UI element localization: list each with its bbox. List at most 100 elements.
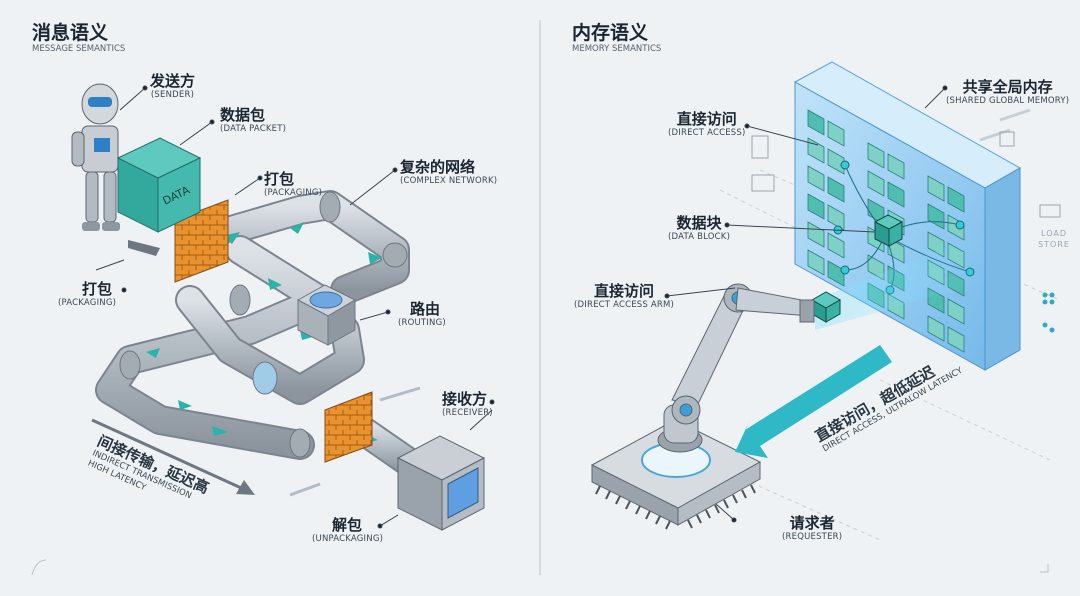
access-beam: [815, 230, 990, 330]
left-title: 消息语义 MESSAGE SEMANTICS: [32, 22, 125, 55]
memory-cell: [947, 298, 965, 325]
label-sender: 发送方 (SENDER): [150, 72, 195, 101]
brick-wall-bottom: [324, 391, 373, 463]
sender-zh: 发送方: [150, 72, 196, 90]
label-shared-memory: 共享全局内存 (SHARED GLOBAL MEMORY): [946, 78, 1069, 107]
dashes-left: [289, 386, 421, 497]
chip-pins: [595, 484, 756, 530]
corner-marks: [31, 559, 1049, 576]
chip-pin: [645, 510, 651, 520]
memory-cell: [827, 120, 845, 147]
chip-pin: [625, 500, 631, 510]
memory-cell: [807, 249, 825, 276]
packaging-left-zh: 打包: [82, 280, 113, 298]
data-block-cube: [873, 214, 904, 247]
memory-cell: [807, 109, 825, 136]
chip-pin: [696, 514, 702, 524]
router-hub: [296, 284, 357, 346]
requester-en: (REQUESTER): [782, 532, 843, 542]
memory-cell: [867, 142, 885, 169]
chip-pin: [714, 504, 720, 514]
chip-pin: [750, 484, 756, 494]
sender-robot: [71, 83, 120, 231]
brick-wall-top: [174, 199, 229, 283]
requester-chip: [590, 419, 762, 526]
receiver-en: (RECEIVER): [442, 408, 493, 418]
memory-cell: [887, 181, 905, 208]
memory-cell: [807, 137, 825, 164]
direct-access-arrow: [735, 345, 892, 458]
chip-pin: [723, 499, 729, 509]
sender-en: (SENDER): [150, 90, 195, 100]
memory-cell: [947, 186, 965, 213]
unpackaging-en: (UNPACKAGING): [312, 534, 384, 544]
label-routing: 路由 (ROUTING): [398, 300, 446, 329]
memory-cell: [927, 175, 945, 202]
data-block-zh: 数据块: [676, 214, 722, 232]
packaging-arrow: [128, 240, 160, 256]
chip-pin: [687, 519, 693, 529]
label-receiver: 接收方 (RECEIVER): [442, 390, 493, 419]
label-requester: 请求者 (REQUESTER): [782, 514, 842, 543]
label-unpackaging: 解包 (UNPACKAGING): [312, 516, 383, 545]
shared-memory-zh: 共享全局内存: [962, 78, 1053, 96]
chip-pin: [635, 505, 641, 515]
memory-cell: [927, 203, 945, 230]
data-block-en: (DATA BLOCK): [668, 232, 731, 242]
memory-cell: [867, 170, 885, 197]
memory-cell: [807, 165, 825, 192]
chip-pin: [595, 485, 601, 495]
chip-pin: [655, 515, 661, 525]
direct-access-en: (DIRECT ACCESS): [668, 128, 746, 138]
chip-pin: [732, 494, 738, 504]
callouts-left: [95, 85, 495, 529]
status-dots: [1042, 292, 1055, 333]
data-packet-en: (DATA PACKET): [220, 124, 287, 134]
right-title-zh: 内存语义: [572, 22, 649, 44]
chip-pin: [741, 489, 747, 499]
complex-network-zh: 复杂的网络: [400, 158, 476, 176]
data-packet-zh: 数据包: [220, 106, 266, 124]
held-data-block: [810, 291, 842, 323]
complex-network-en: (COMPLEX NETWORK): [400, 176, 498, 186]
memory-cell: [807, 193, 825, 220]
packaging-left-en: (PACKAGING): [58, 298, 117, 308]
receiver-zh: 接收方: [442, 390, 488, 408]
right-title: 内存语义 MEMORY SEMANTICS: [572, 22, 661, 55]
direct-access-arm-zh: 直接访问: [594, 282, 655, 300]
load-store-text: LOAD STORE: [1038, 229, 1070, 249]
shared-memory-en: (SHARED GLOBAL MEMORY): [946, 96, 1070, 106]
label-data-block: 数据块 (DATA BLOCK): [668, 214, 730, 243]
memory-cell: [807, 221, 825, 248]
memory-cell: [947, 326, 965, 353]
unpackaging-zh: 解包: [332, 516, 363, 534]
memory-cell: [827, 232, 845, 259]
routing-zh: 路由: [410, 300, 441, 318]
routing-en: (ROUTING): [398, 318, 446, 328]
side-icons: [751, 131, 1061, 218]
callouts-right: [664, 85, 948, 523]
robot-arm: [657, 283, 815, 453]
packaging-top-zh: 打包: [264, 170, 295, 188]
direct-access-zh: 直接访问: [676, 110, 737, 128]
dashes-right: [979, 108, 1031, 142]
memory-cell: [887, 153, 905, 180]
memory-cell: [827, 148, 845, 175]
data-packet-box: DATA: [116, 137, 202, 233]
label-data-packet: 数据包 (DATA PACKET): [220, 106, 286, 135]
label-direct-access: 直接访问 (DIRECT ACCESS): [668, 110, 746, 139]
label-packaging-left: 打包 (PACKAGING): [58, 280, 116, 309]
packaging-top-en: (PACKAGING): [264, 188, 323, 198]
label-packaging-top: 打包 (PACKAGING): [264, 170, 322, 199]
pipe-network: [95, 190, 435, 485]
memory-cell: [827, 176, 845, 203]
chip-pin: [605, 490, 611, 500]
right-title-en: MEMORY SEMANTICS: [572, 44, 662, 54]
left-title-en: MESSAGE SEMANTICS: [32, 44, 126, 54]
chip-pin: [615, 495, 621, 505]
receiver-box: [396, 435, 486, 531]
transmission-arrow: [91, 418, 255, 495]
chip-pin: [665, 520, 671, 530]
